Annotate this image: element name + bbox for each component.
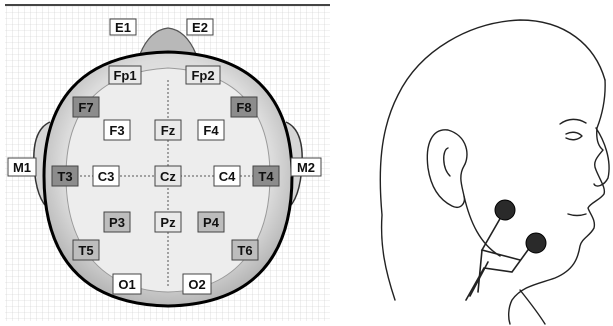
electrode-label: O1: [118, 277, 135, 292]
electrode-label: F4: [203, 123, 219, 138]
electrode-label: E2: [192, 20, 208, 35]
electrode-fp2: Fp2: [186, 66, 220, 84]
skull-outline: [380, 20, 605, 300]
electrode-label: Fp2: [191, 68, 214, 83]
electrode-label: Pz: [160, 215, 176, 230]
electrode-p4: P4: [198, 212, 224, 232]
electrode-label: F7: [78, 100, 93, 115]
electrode-t6: T6: [232, 240, 258, 260]
electrode-t5: T5: [73, 240, 99, 260]
electrode-label: O2: [188, 277, 205, 292]
electrode-t4: T4: [253, 166, 279, 186]
electrode-label: T4: [258, 169, 274, 184]
electrode-label: P3: [109, 215, 125, 230]
electrode-m2: M2: [291, 158, 321, 176]
electrode-disc-icon: [495, 200, 515, 220]
electrode-f8: F8: [231, 97, 257, 117]
face-profile: [509, 80, 605, 324]
electrode-pz: Pz: [155, 212, 181, 232]
electrode-label: T5: [78, 243, 93, 258]
electrode-label: M1: [13, 160, 31, 175]
lead-wire: [470, 262, 488, 296]
head-profile-illustration: [380, 20, 609, 324]
electrode-fz: Fz: [155, 120, 181, 140]
electrode-e1: E1: [110, 19, 136, 35]
electrode-disc-icon: [526, 233, 546, 253]
ear-outline: [427, 130, 467, 207]
eeg-montage-diagram: E1 E2 Fp1 Fp2 F7 F8 F3: [5, 4, 330, 321]
electrode-label: M2: [297, 160, 315, 175]
neck-line: [520, 290, 545, 324]
electrode-label: P4: [203, 215, 220, 230]
electrode-label: E1: [115, 20, 131, 35]
electrode-f3: F3: [104, 120, 130, 140]
electrode-p3: P3: [104, 212, 130, 232]
electrode-m1: M1: [8, 158, 36, 176]
electrode-label: C3: [98, 169, 115, 184]
electrode-e2: E2: [187, 19, 213, 35]
electrode-f7: F7: [73, 97, 99, 117]
electrode-cz: Cz: [155, 166, 181, 186]
electrode-o1: O1: [113, 274, 141, 294]
electrode-label: T3: [57, 169, 72, 184]
electrode-label: T6: [237, 243, 252, 258]
lead-wire: [466, 243, 533, 300]
electrode-c4: C4: [214, 166, 240, 186]
electrode-label: Cz: [160, 169, 176, 184]
electrode-fp1: Fp1: [109, 66, 141, 84]
electrode-label: Fp1: [113, 68, 136, 83]
electrode-label: Fz: [161, 123, 176, 138]
electrode-label: F3: [109, 123, 124, 138]
electrode-o2: O2: [183, 274, 211, 294]
eye-shape: [566, 132, 582, 139]
electrode-label: C4: [219, 169, 236, 184]
electrode-c3: C3: [93, 166, 119, 186]
jaw-line: [464, 196, 500, 256]
mouth-line: [568, 214, 586, 216]
electrode-f4: F4: [198, 120, 224, 140]
electrode-lead-icon: [466, 210, 533, 300]
ear-inner: [444, 148, 450, 176]
electrode-t3: T3: [52, 166, 78, 186]
electrode-label: F8: [236, 100, 251, 115]
eyebrow-line: [560, 119, 586, 124]
